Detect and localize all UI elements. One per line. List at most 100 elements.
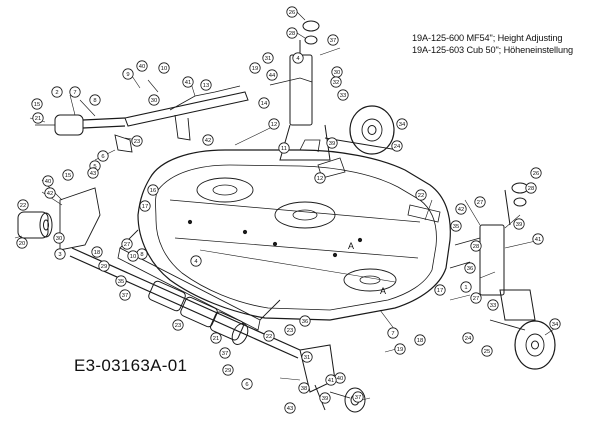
callout-number: 40 — [45, 179, 51, 185]
callout-number: 40 — [337, 376, 343, 382]
callout-number: 36 — [467, 266, 473, 272]
callout-circle — [210, 332, 222, 344]
callout-22: 22 — [415, 189, 427, 201]
callout-number: 38 — [301, 386, 307, 392]
callout-27: 27 — [470, 292, 482, 304]
callout-7: 7 — [69, 86, 81, 98]
callout-circle — [258, 97, 270, 109]
callout-number: 9 — [126, 72, 129, 78]
callout-number: 26 — [533, 171, 539, 177]
callout-number: 42 — [458, 207, 464, 213]
callout-number: 18 — [417, 338, 423, 344]
callout-circle — [460, 281, 472, 293]
callout-circle — [42, 175, 54, 187]
callout-number: 16 — [150, 188, 156, 194]
callout-circle — [121, 238, 133, 250]
callout-number: 22 — [418, 193, 424, 199]
callout-circle — [286, 6, 298, 18]
callout-17: 17 — [434, 284, 446, 296]
callout-number: 8 — [93, 98, 96, 104]
callout-circle — [190, 255, 202, 267]
callout-number: 42 — [47, 191, 53, 197]
callout-circle — [202, 134, 214, 146]
callout-number: 17 — [437, 288, 443, 294]
callout-23: 23 — [172, 319, 184, 331]
callout-circle — [530, 167, 542, 179]
callout-30: 30 — [148, 94, 160, 106]
callout-number: 23 — [134, 139, 140, 145]
callout-38: 38 — [298, 382, 310, 394]
callout-circle — [462, 332, 474, 344]
callout-circle — [122, 68, 134, 80]
callout-6: 6 — [97, 150, 109, 162]
callout-number: 13 — [203, 83, 209, 89]
callout-A: A — [380, 286, 386, 296]
callout-30: 30 — [53, 232, 65, 244]
callout-circle — [415, 189, 427, 201]
callout-number: 22 — [20, 203, 26, 209]
callout-number: 4 — [296, 56, 300, 62]
callout-number: 33 — [340, 93, 346, 99]
callout-28: 28 — [286, 27, 298, 39]
model-title-line-2: 19A-125-603 Cub 50"; Höheneinstellung — [412, 45, 573, 55]
callout-circle — [263, 330, 275, 342]
callout-13: 13 — [200, 79, 212, 91]
callout-circle — [127, 250, 139, 262]
callout-7: 7 — [387, 327, 399, 339]
callout-29: 29 — [98, 260, 110, 272]
callout-number: 1 — [464, 285, 467, 291]
mower-deck-housing — [117, 139, 451, 331]
callout-number: 21 — [213, 336, 219, 342]
model-title-line-1: 19A-125-600 MF54"; Height Adjusting — [412, 33, 563, 43]
callout-circle — [352, 391, 364, 403]
callout-number: 34 — [552, 322, 559, 328]
callout-circle — [200, 79, 212, 91]
callout-number: 30 — [334, 70, 340, 76]
callout-number: 24 — [465, 336, 472, 342]
callout-3: 3 — [54, 248, 66, 260]
callout-number: 32 — [333, 80, 339, 86]
callout-40: 40 — [42, 175, 54, 187]
callout-circle — [284, 402, 296, 414]
callout-circle — [391, 140, 403, 152]
callout-37: 37 — [219, 347, 231, 359]
callout-11: 11 — [278, 142, 290, 154]
callout-28: 28 — [525, 182, 537, 194]
callout-18: 18 — [414, 334, 426, 346]
callout-36: 36 — [299, 315, 311, 327]
callout-circle — [301, 351, 313, 363]
callout-circle — [325, 374, 337, 386]
callout-number: 27 — [473, 296, 479, 302]
callout-circle — [54, 248, 66, 260]
callout-39: 39 — [513, 218, 525, 230]
callout-number: 40 — [139, 64, 145, 70]
callout-33: 33 — [487, 299, 499, 311]
callout-23: 23 — [131, 135, 143, 147]
callout-27: 27 — [121, 238, 133, 250]
callout-number: 29 — [101, 264, 107, 270]
callout-21: 21 — [32, 112, 44, 124]
callout-circle — [148, 94, 160, 106]
callout-number: 37 — [330, 38, 336, 44]
callout-41: 41 — [532, 233, 544, 245]
callout-33: 33 — [337, 89, 349, 101]
callout-circle — [147, 184, 159, 196]
callout-24: 24 — [462, 332, 474, 344]
callout-25: 25 — [481, 345, 493, 357]
callout-circle — [319, 392, 331, 404]
callout-number: 37 — [355, 395, 361, 401]
callout-30: 30 — [331, 66, 343, 78]
callout-1: 1 — [460, 281, 472, 293]
callout-circle — [115, 275, 127, 287]
callout-39: 39 — [326, 137, 338, 149]
callout-number: 18 — [94, 250, 100, 256]
callout-29: 29 — [222, 364, 234, 376]
callout-21: 21 — [210, 332, 222, 344]
callout-36: 36 — [464, 262, 476, 274]
callout-8: 8 — [136, 248, 148, 260]
callout-number: 27 — [477, 200, 483, 206]
callout-circle — [513, 218, 525, 230]
drawing-code: E3-03163A-01 — [74, 356, 188, 375]
callout-circle — [455, 203, 467, 215]
